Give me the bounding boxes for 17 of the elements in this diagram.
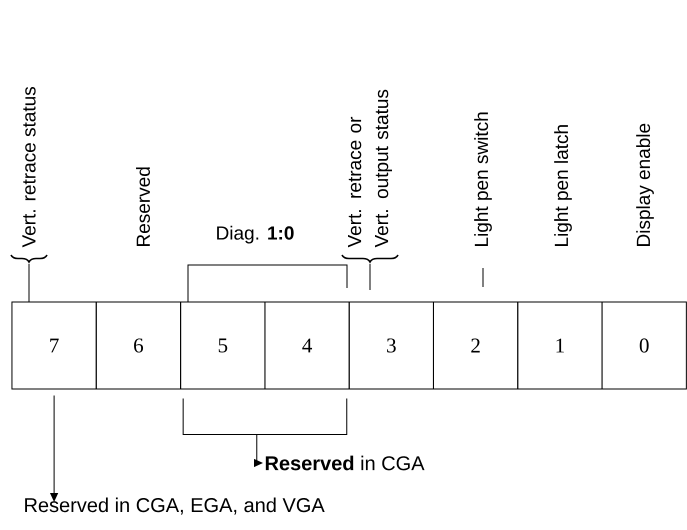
vertical-label: Reserved [136,167,150,246]
vertical-label: Light pen switch [474,112,492,246]
bit-cell: 1 [517,302,603,390]
bit-cell: 3 [348,302,434,390]
bit-cell: 6 [96,302,182,390]
vertical-label: Vert. retrace status [22,86,36,248]
note-text: Reserved in CGA, EGA, and VGA [25,498,325,515]
bit-cell: 4 [264,302,350,390]
bit-cell: 5 [180,302,266,390]
bit-cell: 0 [602,302,687,390]
bit-cell: 7 [11,302,97,390]
vertical-label: Vert. retrace or Vert. output status [348,90,392,248]
vertical-label: Light pen latch [554,125,572,246]
vertical-label: Display enable [636,124,654,246]
bit-cell: 2 [432,302,518,390]
bracket-label: Diag. 1:0 [217,226,294,244]
note-text: Reserved in CGA [266,456,425,470]
